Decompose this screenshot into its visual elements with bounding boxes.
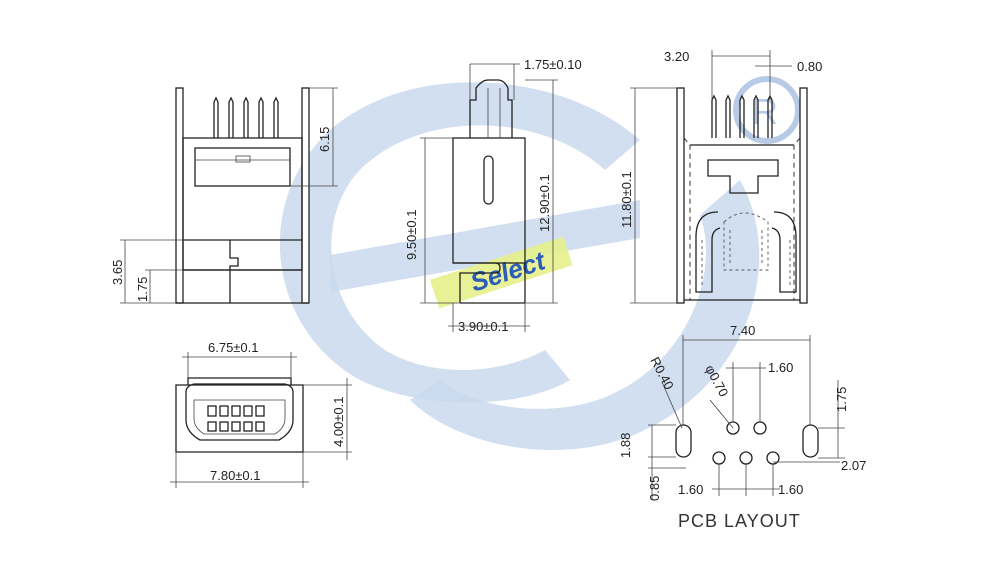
right-view-dim-total-height: 11.80±0.1: [619, 171, 634, 228]
pcb-dim-slot-offset: 0.85: [647, 476, 662, 501]
pcb-dim-pitch-bottom-right: 1.60: [778, 482, 803, 497]
side-view: 1.75±0.10 9.50±0.1 12.90±0.1 3.90±0.1: [404, 57, 582, 334]
pcb-dim-overall-width: 7.40: [730, 323, 755, 338]
front-view-opening: [185, 383, 294, 441]
left-view-window: [194, 147, 291, 187]
front-view-body: [175, 384, 304, 453]
pcb-dim-mount-height: 1.75: [834, 387, 849, 412]
left-view-dim-top-height: 6.15: [317, 127, 332, 152]
front-view-dim-body-width: 7.80±0.1: [210, 468, 261, 483]
pcb-dim-pitch-bottom-left: 1.60: [678, 482, 703, 497]
pcb-dim-pitch-top: 1.60: [768, 360, 793, 375]
right-view-mount-left: [676, 87, 685, 304]
left-view-mount-right: [301, 87, 310, 304]
pcb-dim-row-offset: 2.07: [841, 458, 866, 473]
pcb-hole: [753, 421, 767, 435]
front-view: 6.75±0.1 7.80±0.1 4.00±0.1: [170, 340, 352, 488]
side-view-dim-tab-width: 1.75±0.10: [524, 57, 582, 72]
pcb-hole: [739, 451, 753, 465]
front-view-contacts: [207, 405, 265, 432]
right-view-latch: [707, 159, 779, 194]
side-view-dim-base-width: 3.90±0.1: [458, 319, 509, 334]
right-view-dim-pin-pitch: 0.80: [797, 59, 822, 74]
left-view-mount-left: [175, 87, 184, 304]
left-view-pins: [213, 96, 279, 138]
pcb-mount-slot-left: [675, 424, 692, 458]
pcb-layout-title: PCB LAYOUT: [678, 511, 801, 531]
right-view-dim-pin-span: 3.20: [664, 49, 689, 64]
left-view: 6.15 3.65 1.75: [110, 87, 338, 304]
front-view-dim-opening-width: 6.75±0.1: [208, 340, 259, 355]
pcb-hole: [712, 451, 726, 465]
left-view-dim-mid-height: 3.65: [110, 260, 125, 285]
watermark-swirl-bar: [330, 200, 640, 292]
registered-mark: R: [733, 76, 801, 144]
right-view: 3.20 0.80 11.80±0.1: [619, 49, 822, 304]
pcb-layout: 7.40 1.60 1.75 R0.40 φ0.70 1.88 0.85 1.6…: [618, 323, 866, 531]
left-view-dim-low-height: 1.75: [135, 277, 150, 302]
pcb-mount-slot-right: [802, 424, 819, 458]
watermark-swirl-lower: [410, 180, 760, 451]
pcb-dim-slot-length: 1.88: [618, 433, 633, 458]
side-view-tab: [469, 79, 513, 138]
front-view-dim-height: 4.00±0.1: [331, 396, 346, 447]
side-view-dim-body-height: 9.50±0.1: [404, 209, 419, 260]
side-view-dim-total-height: 12.90±0.1: [537, 174, 552, 232]
right-view-mount-right: [799, 87, 808, 304]
watermark-label-bg: [430, 236, 573, 309]
side-view-slot: [483, 155, 494, 205]
